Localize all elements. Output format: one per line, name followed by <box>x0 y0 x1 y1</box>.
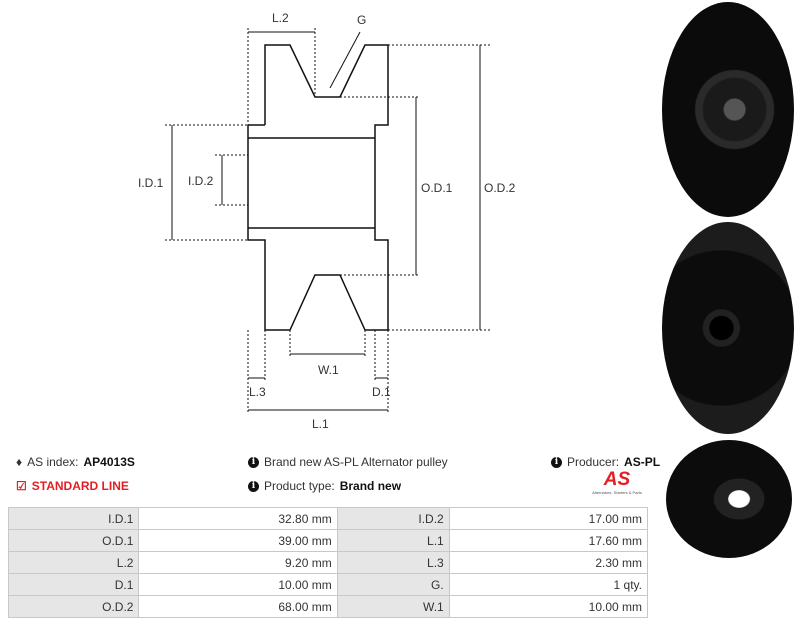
description: i Brand new AS-PL Alternator pulley <box>248 455 448 469</box>
label-l2: L.2 <box>272 11 289 25</box>
spec-name: O.D.2 <box>7 595 140 618</box>
spec-value: 68.00 mm <box>138 595 338 618</box>
spec-value: 17.00 mm <box>448 507 649 530</box>
spec-value: 2.30 mm <box>448 551 649 574</box>
producer-label: Producer: <box>567 455 620 469</box>
producer-value: AS-PL <box>624 455 661 469</box>
line-label: STANDARD LINE <box>31 479 129 493</box>
label-l3: L.3 <box>249 385 266 399</box>
spec-value: 9.20 mm <box>138 551 338 574</box>
spec-value: 39.00 mm <box>138 529 338 552</box>
as-index-value: AP4013S <box>83 455 135 469</box>
pulley-technical-drawing: L.2 G I.D.1 I.D.2 O.D.1 O.D.2 W.1 L.3 D.… <box>138 11 516 431</box>
spec-name: L.1 <box>336 529 450 552</box>
product-type-label: Product type: <box>264 479 335 493</box>
product-type-value: Brand new <box>339 479 402 493</box>
spec-value: 17.60 mm <box>448 529 649 552</box>
label-d1: D.1 <box>372 385 391 399</box>
as-index: ♦ AS index: AP4013S <box>16 455 135 469</box>
description-text: Brand new AS-PL Alternator pulley <box>264 455 448 469</box>
pulley-photo-front <box>662 222 794 434</box>
spec-name: W.1 <box>336 595 450 618</box>
spec-name: L.2 <box>7 551 140 574</box>
as-pl-logo: AS Alternators, Starters & Parts <box>585 470 649 495</box>
producer: i Producer: AS-PL <box>551 455 660 469</box>
dimension-lines <box>165 28 490 412</box>
spec-name: D.1 <box>7 573 140 596</box>
info-icon: i <box>248 480 259 492</box>
label-id1: I.D.1 <box>138 176 164 190</box>
label-id2: I.D.2 <box>188 174 214 188</box>
spec-value: 1 qty. <box>448 573 649 596</box>
label-l1: L.1 <box>312 417 329 431</box>
label-od1: O.D.1 <box>421 181 453 195</box>
spec-value: 32.80 mm <box>138 507 338 530</box>
spec-name: O.D.1 <box>7 529 140 552</box>
label-od2: O.D.2 <box>484 181 516 195</box>
product-type: i Product type: Brand new <box>248 479 401 493</box>
spec-value: 10.00 mm <box>448 595 649 618</box>
spec-name: I.D.2 <box>336 507 450 530</box>
tags-icon: ♦ <box>16 455 23 469</box>
info-icon: i <box>248 456 259 468</box>
logo-tagline: Alternators, Starters & Parts <box>592 490 642 495</box>
spec-value: 10.00 mm <box>138 573 338 596</box>
spec-name: G. <box>336 573 450 596</box>
info-icon: i <box>551 456 562 468</box>
spec-name: L.3 <box>336 551 450 574</box>
pulley-photo-angle <box>662 2 794 217</box>
pulley-profile <box>247 44 389 331</box>
label-g: G <box>357 13 366 27</box>
standard-line: ☑ STANDARD LINE <box>16 479 129 493</box>
as-index-label: AS index: <box>27 455 79 469</box>
spec-name: I.D.1 <box>7 507 140 530</box>
dimension-arrows <box>171 31 481 411</box>
check-square-icon: ☑ <box>16 479 27 493</box>
pulley-photo-side <box>666 440 792 558</box>
label-w1: W.1 <box>318 363 339 377</box>
logo-text: AS <box>585 470 649 490</box>
